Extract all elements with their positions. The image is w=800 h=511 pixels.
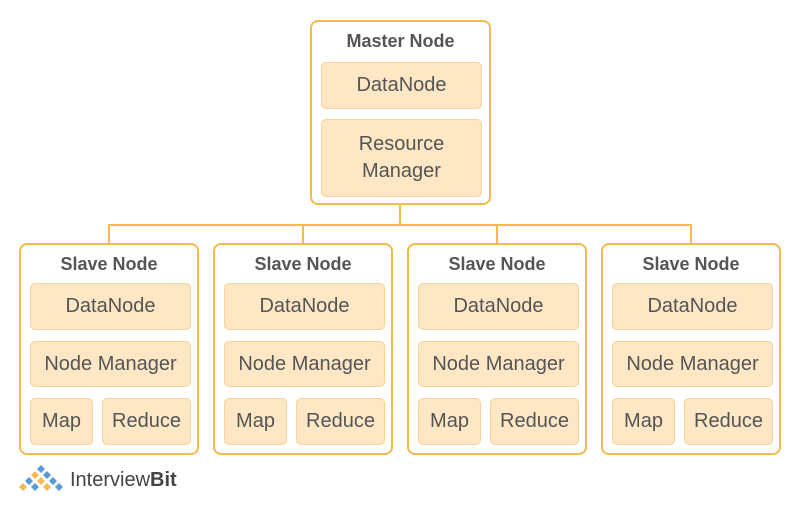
slave-datanode-label: DataNode — [259, 295, 350, 317]
brand-logo: InterviewBit — [18, 463, 177, 497]
node-manager: Node Manager — [30, 341, 191, 387]
node-manager: Node Manager — [418, 341, 579, 387]
slave-datanode-label: DataNode — [65, 295, 156, 317]
map-task: Map — [224, 398, 287, 445]
slave-node-4: Slave Node DataNode Node Manager Map Red… — [601, 243, 781, 455]
map-label: Map — [236, 410, 275, 432]
slave-datanode: DataNode — [418, 283, 579, 330]
map-label: Map — [430, 410, 469, 432]
brand-name-suffix: Bit — [150, 468, 177, 491]
map-label: Map — [624, 410, 663, 432]
node-manager-label: Node Manager — [238, 352, 371, 375]
resource-manager: Resource Manager — [321, 119, 482, 197]
slave-datanode-label: DataNode — [647, 295, 738, 317]
reduce-task: Reduce — [684, 398, 773, 445]
reduce-label: Reduce — [694, 410, 763, 432]
map-task: Map — [418, 398, 481, 445]
node-manager: Node Manager — [224, 341, 385, 387]
map-task: Map — [30, 398, 93, 445]
slave-node-title: Slave Node — [60, 254, 158, 274]
node-manager-label: Node Manager — [626, 352, 759, 375]
master-node-title: Master Node — [346, 31, 455, 51]
reduce-label: Reduce — [112, 410, 181, 432]
reduce-label: Reduce — [306, 410, 375, 432]
slave-node-2: Slave Node DataNode Node Manager Map Red… — [213, 243, 393, 455]
slave-datanode-label: DataNode — [453, 295, 544, 317]
reduce-label: Reduce — [500, 410, 569, 432]
slave-datanode: DataNode — [30, 283, 191, 330]
node-manager-label: Node Manager — [432, 352, 565, 375]
map-task: Map — [612, 398, 675, 445]
reduce-task: Reduce — [102, 398, 191, 445]
slave-node-title: Slave Node — [642, 254, 740, 274]
interviewbit-logo-icon — [19, 465, 63, 491]
resource-manager-label: Resource Manager — [358, 133, 445, 182]
brand-name: InterviewBit — [70, 469, 177, 492]
brand-name-main: Interview — [70, 468, 151, 491]
slave-node-1: Slave Node DataNode Node Manager Map Red… — [19, 243, 199, 455]
master-datanode-label: DataNode — [356, 74, 447, 96]
node-manager: Node Manager — [612, 341, 773, 387]
reduce-task: Reduce — [296, 398, 385, 445]
slave-datanode: DataNode — [224, 283, 385, 330]
reduce-task: Reduce — [490, 398, 579, 445]
map-label: Map — [42, 410, 81, 432]
slave-datanode: DataNode — [612, 283, 773, 330]
slave-node-title: Slave Node — [448, 254, 546, 274]
slave-node-3: Slave Node DataNode Node Manager Map Red… — [407, 243, 587, 455]
master-node: Master Node DataNode Resource Manager — [310, 20, 491, 205]
node-manager-label: Node Manager — [44, 352, 177, 375]
slave-node-title: Slave Node — [254, 254, 352, 274]
master-datanode: DataNode — [321, 62, 482, 109]
